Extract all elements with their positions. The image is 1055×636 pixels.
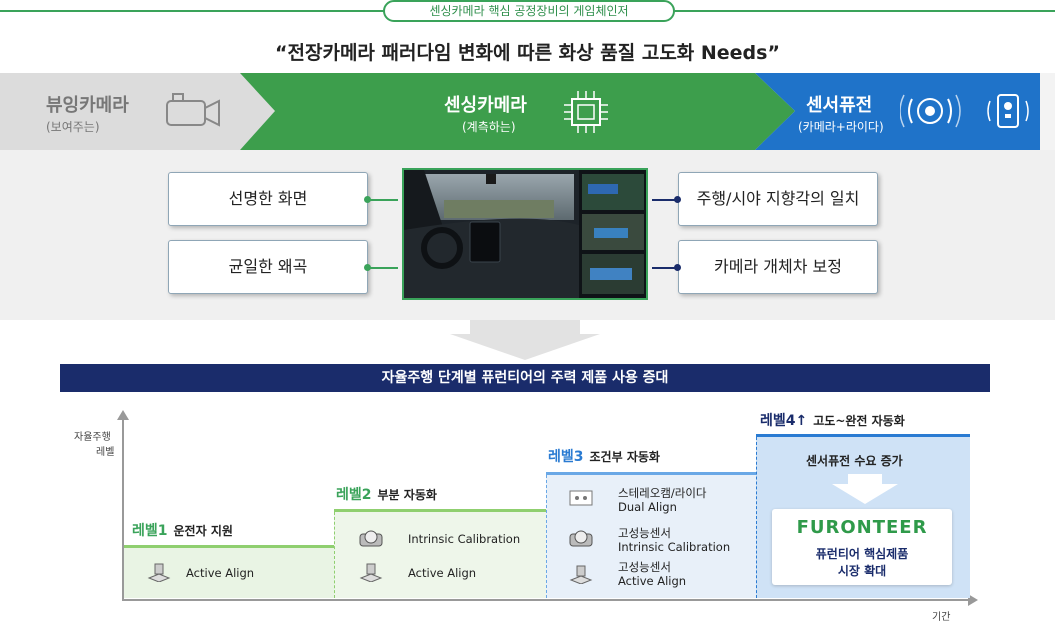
down-arrow-icon: [450, 320, 600, 360]
level2-item-intrinsic-calibration: Intrinsic Calibration: [408, 532, 521, 546]
level2-step-line: [334, 509, 546, 512]
stage-band-arrows: [0, 73, 1055, 150]
stage-viewing-title: 뷰잉카메라: [46, 95, 129, 116]
level4-name: 레벨4↑: [760, 413, 808, 429]
level4-item-fusion-demand: 센서퓨전 수요 증가: [806, 454, 903, 468]
stage-fusion-subtitle: (카메라+라이다): [798, 120, 884, 134]
connector-left-2: [368, 267, 398, 269]
connector-right-2: [652, 267, 678, 269]
level2-desc: 부분 자동화: [377, 488, 437, 502]
active-align-machine-icon: [569, 565, 593, 584]
stereo-camera-icon: [569, 490, 593, 506]
calibration-machine-icon: [569, 530, 593, 547]
x-axis-arrowhead: [968, 594, 978, 606]
level2-heading: 레벨2 부분 자동화: [336, 484, 437, 504]
furonteer-card: FURONTEER 퓨런티어 핵심제품 시장 확대: [772, 509, 952, 585]
level3-heading: 레벨3 조건부 자동화: [548, 446, 660, 466]
roadmap-banner: 자율주행 단계별 퓨런티어의 주력 제품 사용 증대: [60, 364, 990, 392]
stage-fusion-title: 센서퓨전: [806, 95, 873, 116]
level3-name: 레벨3: [548, 449, 584, 465]
level3-step-line: [546, 472, 756, 475]
level3-item-active-align: 고성능센서 Active Align: [618, 560, 687, 588]
level2-name: 레벨2: [336, 487, 372, 503]
level2-panel: [334, 512, 546, 598]
furonteer-line1: 퓨런티어 핵심제품: [815, 547, 909, 561]
level4-step-line: [756, 434, 970, 437]
stage-viewing-subtitle: (보여주는): [46, 120, 100, 134]
level1-item-active-align: Active Align: [186, 566, 255, 580]
level3-item-intrinsic-calibration: 고성능센서 Intrinsic Calibration: [618, 526, 731, 554]
x-axis: [122, 599, 972, 601]
down-arrow-icon: [832, 474, 898, 504]
connector-dot: [364, 264, 371, 271]
headline-quote: “전장카메라 패러다임 변화에 따른 화상 품질 고도화 Needs”: [275, 42, 780, 64]
connector-dot: [674, 196, 681, 203]
y-axis-label-line2: 레벨: [96, 447, 115, 458]
stage-band: 뷰잉카메라 (보여주는) 센싱카메라 (계측하는) 센서퓨전 (카메라+라이다): [0, 73, 1055, 150]
x-axis-label: 기간: [932, 612, 951, 623]
level3-desc: 조건부 자동화: [589, 450, 660, 464]
level1-desc: 운전자 지원: [173, 524, 233, 538]
feature-box-uniform-distortion: 균일한 왜곡: [168, 240, 368, 294]
level4-heading: 레벨4↑ 고도~완전 자동화: [760, 410, 905, 430]
stage-sensing-title: 센싱카메라: [444, 95, 527, 116]
connector-dot: [674, 264, 681, 271]
camera-icon: [166, 93, 220, 127]
y-axis-arrowhead: [117, 410, 129, 420]
y-axis-label-line1: 자율주행: [74, 432, 111, 443]
level3-item-stereo-dual-align: 스테레오캠/라이다 Dual Align: [618, 486, 707, 514]
feature-box-sharp-screen: 선명한 화면: [168, 172, 368, 226]
connector-dot: [364, 196, 371, 203]
active-align-machine-icon: [359, 563, 383, 582]
feature-box-angle-alignment: 주행/시야 지향각의 일치: [678, 172, 878, 226]
sensor-icon: [900, 94, 1029, 128]
level4-desc: 고도~완전 자동화: [813, 414, 905, 428]
connector-left-1: [368, 199, 398, 201]
stage-sensing-subtitle: (계측하는): [462, 120, 516, 134]
active-align-machine-icon: [147, 563, 171, 582]
connector-right-1: [652, 199, 678, 201]
furonteer-logo: FURONTEER: [796, 517, 928, 538]
car-interior-image: [402, 168, 648, 300]
calibration-machine-icon: [359, 530, 383, 547]
furonteer-line2: 시장 확대: [837, 564, 887, 578]
level1-step-line: [124, 545, 334, 548]
feature-box-camera-calibration: 카메라 개체차 보정: [678, 240, 878, 294]
level1-heading: 레벨1 운전자 지원: [132, 520, 233, 540]
chip-icon: [564, 91, 608, 133]
y-axis: [122, 418, 124, 600]
header-pill: 센싱카메라 핵심 공정장비의 게임체인저: [383, 0, 675, 22]
level1-name: 레벨1: [132, 523, 168, 539]
level2-item-active-align: Active Align: [408, 566, 477, 580]
